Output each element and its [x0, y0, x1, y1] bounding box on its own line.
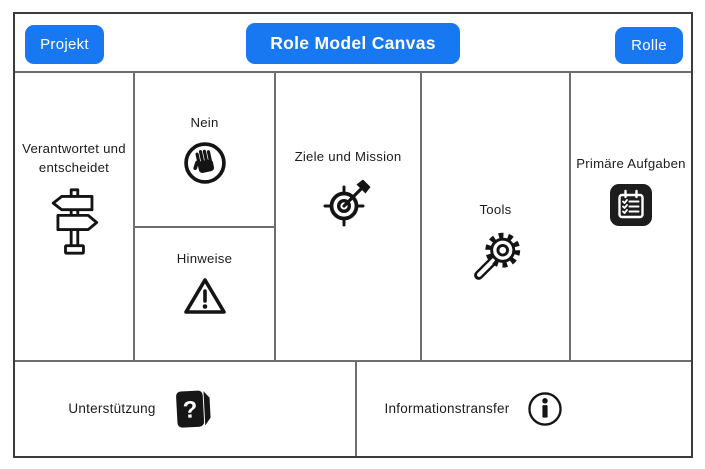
warning-triangle-icon — [183, 276, 227, 316]
cell-primaere-aufgaben: Primäre Aufgaben — [571, 73, 691, 360]
question-book-icon: ? — [172, 388, 212, 430]
cell-hinweise: Hinweise — [135, 228, 274, 360]
role-button[interactable]: Rolle — [615, 27, 683, 64]
stop-hand-icon — [183, 141, 227, 185]
column-nein-hinweise: Nein — [135, 73, 276, 360]
clipboard-checklist-icon — [610, 183, 652, 226]
cell-tools: Tools — [422, 73, 571, 360]
cell-unterstuetzung: Unterstützung ? — [15, 362, 357, 456]
cell-nein: Nein — [135, 73, 274, 228]
canvas-main-grid: Verantwortet und entscheidet — [15, 73, 691, 360]
cell-label: Ziele und Mission — [294, 149, 402, 165]
canvas-title: Role Model Canvas — [246, 23, 460, 64]
cell-ziele-und-mission: Ziele und Mission — [276, 73, 422, 360]
cell-label: Primäre Aufgaben — [576, 156, 686, 172]
signpost-icon — [45, 187, 103, 257]
cell-informationstransfer: Informationstransfer — [357, 362, 691, 456]
target-dart-icon — [323, 177, 373, 227]
info-circle-icon — [526, 390, 564, 428]
cell-label: Unterstützung — [68, 400, 156, 416]
cell-label: Nein — [190, 115, 219, 131]
cell-label: Verantwortet und entscheidet — [22, 141, 126, 175]
canvas-header: Projekt Role Model Canvas Rolle — [15, 14, 691, 73]
svg-text:?: ? — [182, 396, 198, 424]
canvas-frame: Projekt Role Model Canvas Rolle Verantwo… — [13, 12, 693, 458]
cell-label: Tools — [479, 202, 512, 218]
cell-label: Informationstransfer — [384, 400, 510, 416]
cell-verantwortet-und-entscheidet: Verantwortet und entscheidet — [15, 73, 135, 360]
canvas-bottom-row: Unterstützung ? Informationstr — [15, 360, 691, 456]
cell-label: Hinweise — [176, 251, 233, 267]
project-button[interactable]: Projekt — [25, 25, 104, 64]
wrench-gear-icon — [470, 230, 522, 282]
